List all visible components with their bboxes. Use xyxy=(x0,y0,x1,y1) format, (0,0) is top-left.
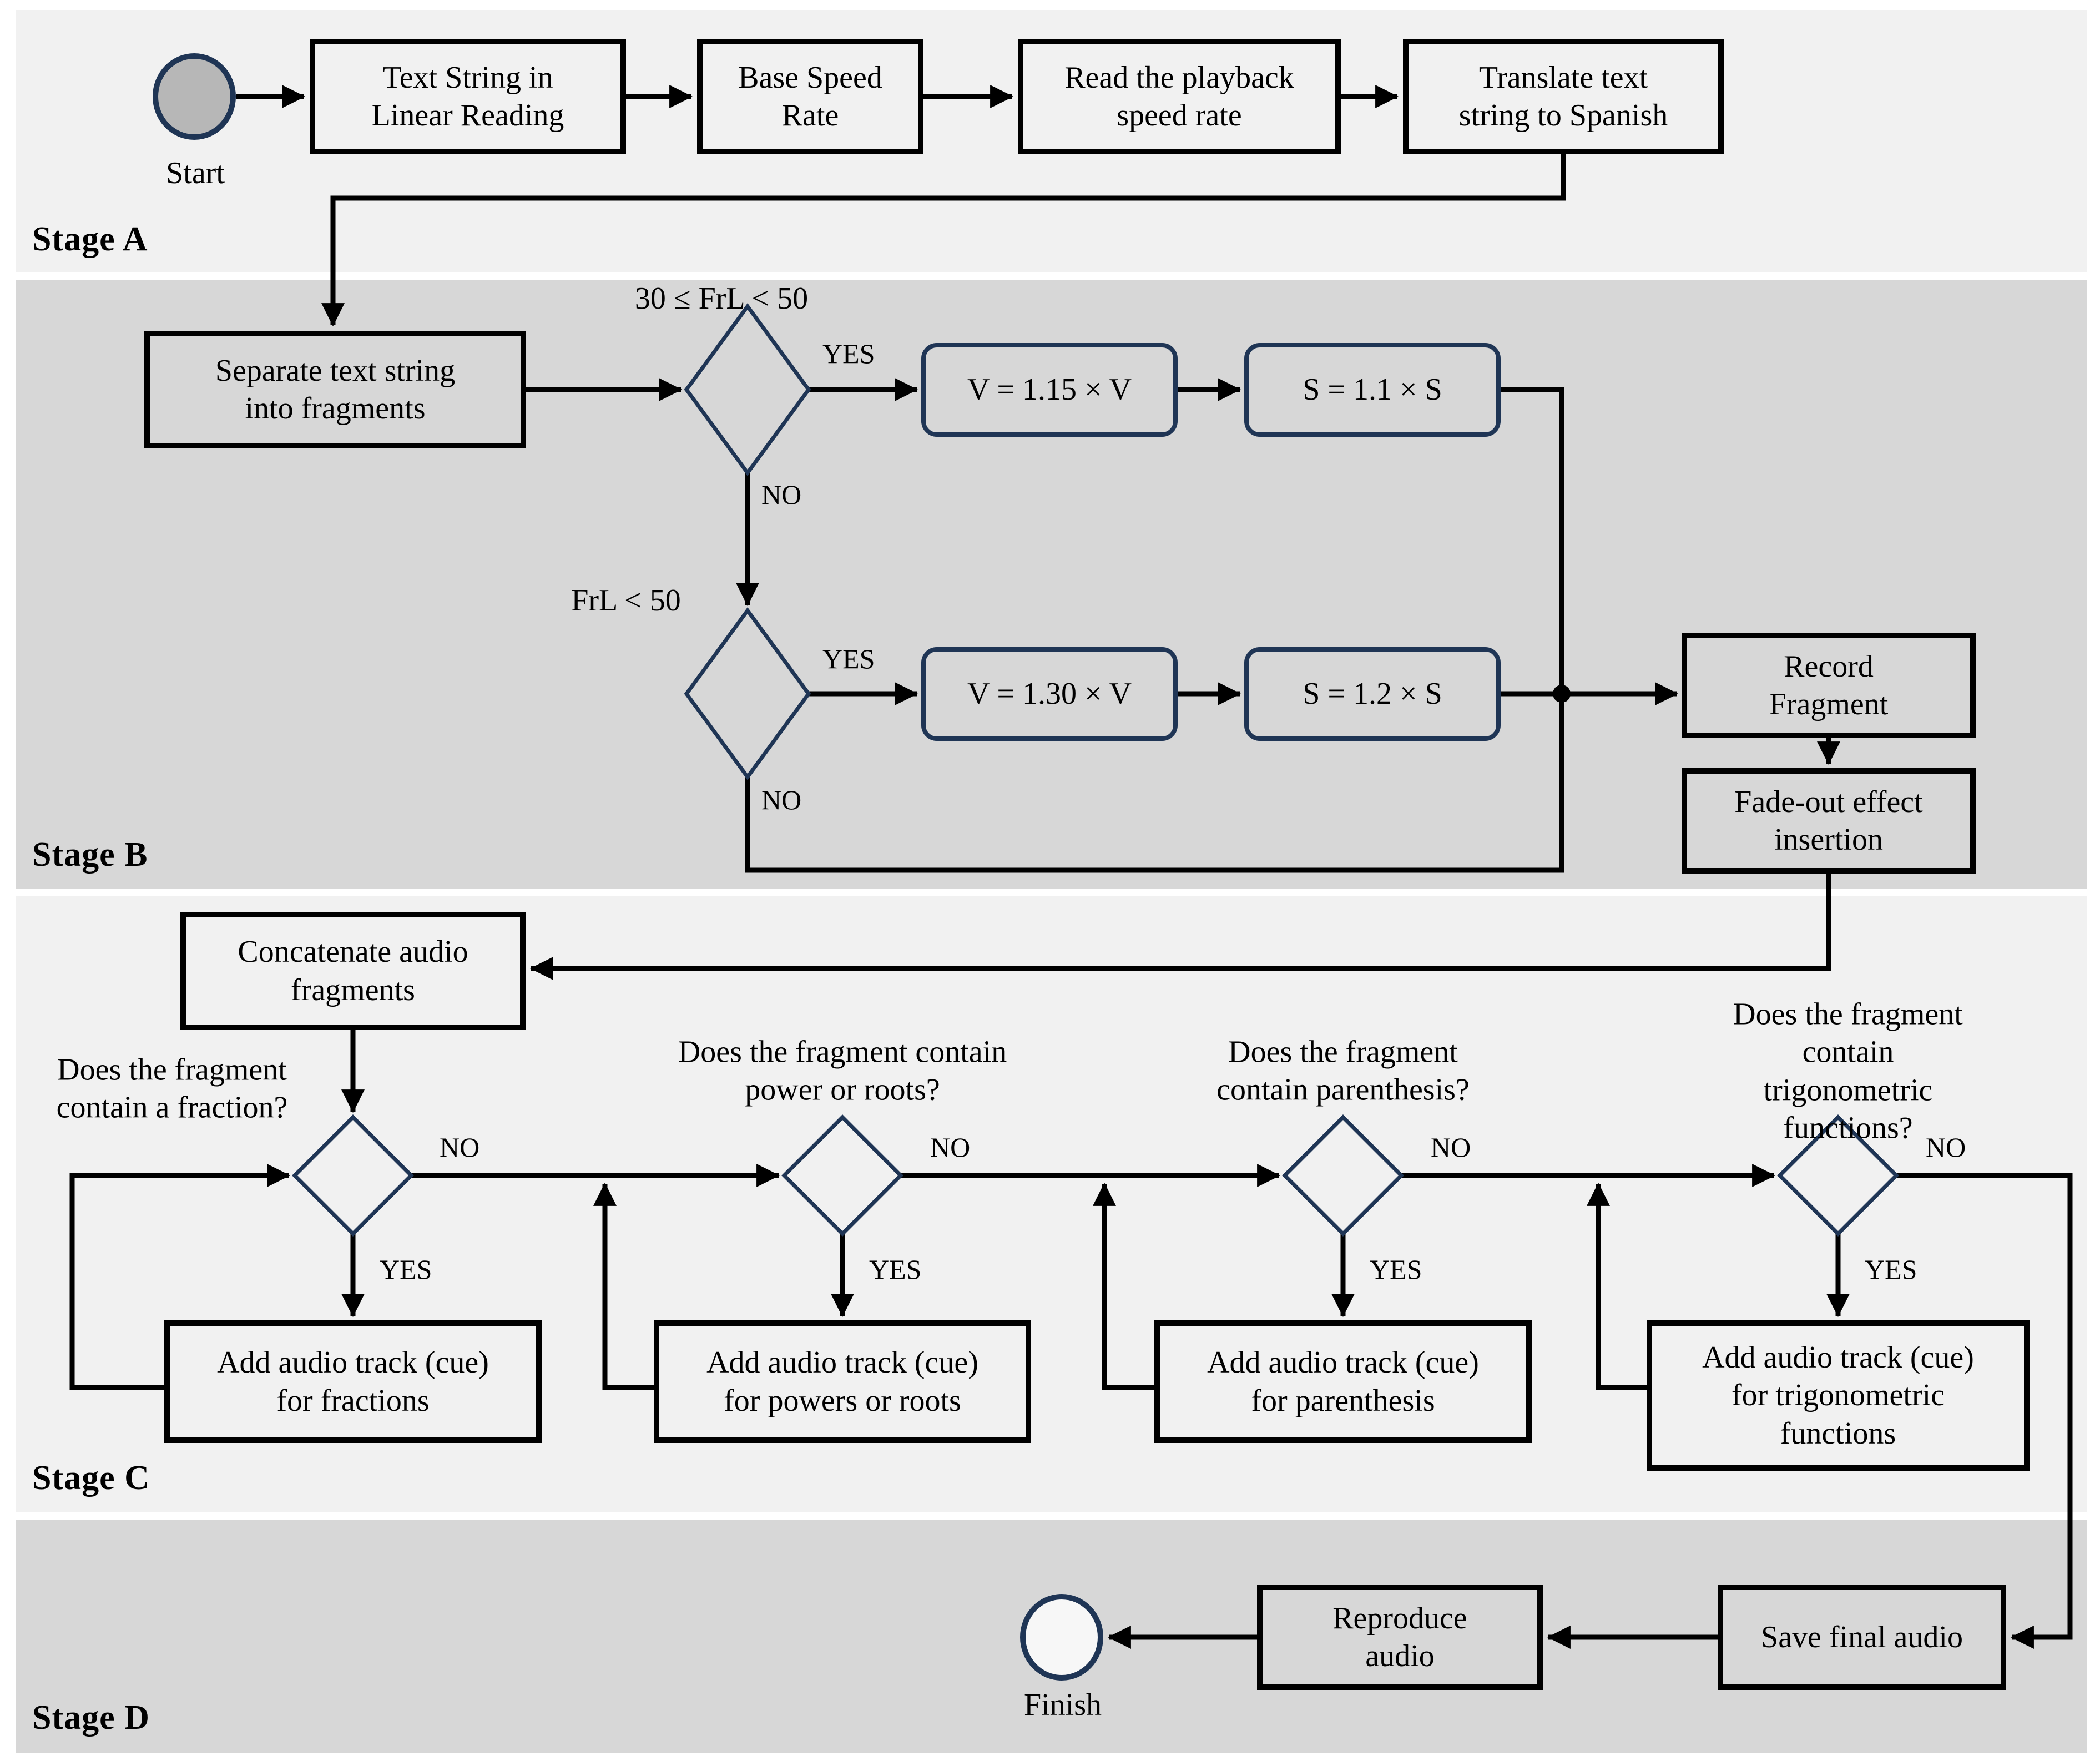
process-fade-out-insertion: Fade-out effect insertion xyxy=(1682,768,1976,874)
question-power-roots-label: Does the fragment contain power or roots… xyxy=(678,1035,1007,1107)
edge-add3-loop xyxy=(1093,1182,1154,1390)
decision-parenthesis xyxy=(1282,1114,1404,1237)
stage-d-label: Stage D xyxy=(32,1699,150,1737)
edge-add4-loop xyxy=(1587,1182,1647,1390)
process-add-cue-powers-roots: Add audio track (cue) for powers or root… xyxy=(654,1320,1031,1443)
process-save-final-audio: Save final audio xyxy=(1718,1585,2006,1690)
edge-add2-loop xyxy=(593,1182,654,1390)
stage-b-label: Stage B xyxy=(32,836,148,874)
q2-yes-label: YES xyxy=(869,1254,922,1285)
decision-30-frl-50 xyxy=(684,303,811,476)
process-base-speed-rate: Base Speed Rate xyxy=(697,39,923,154)
process-text-string-linear-reading: Text String in Linear Reading xyxy=(310,39,626,154)
decision-power-roots xyxy=(781,1114,903,1237)
decision-trigonometric xyxy=(1777,1114,1899,1237)
process-v-1-30: V = 1.30 × V xyxy=(921,647,1178,741)
process-translate-to-spanish: Translate text string to Spanish xyxy=(1403,39,1724,154)
edge-add1-loop-to-q1 xyxy=(69,1164,291,1390)
condition-label-frl-50: FrL < 50 xyxy=(571,583,681,618)
process-add-cue-parenthesis: Add audio track (cue) for parenthesis xyxy=(1154,1320,1532,1443)
question-trigonometric-label: Does the fragment contain trigonometric … xyxy=(1733,997,1963,1146)
process-read-playback-speed: Read the playback speed rate xyxy=(1018,39,1341,154)
edge-s11-to-junction xyxy=(1501,387,1564,694)
process-s-1-2: S = 1.2 × S xyxy=(1244,647,1501,741)
cond2-yes-label: YES xyxy=(822,643,875,674)
process-separate-fragments: Separate text string into fragments xyxy=(144,331,526,448)
question-parenthesis-label: Does the fragment contain parenthesis? xyxy=(1216,1035,1470,1107)
cond1-no-label: NO xyxy=(761,479,802,510)
decision-frl-50 xyxy=(684,607,811,780)
q3-yes-label: YES xyxy=(1370,1254,1422,1285)
edge-q4-no-to-save xyxy=(1896,1173,2073,1649)
edge-fade-to-concatenate xyxy=(529,874,1831,980)
process-reproduce-audio: Reproduce audio xyxy=(1257,1585,1543,1690)
stage-c-band xyxy=(16,896,2087,1512)
q3-no-label: NO xyxy=(1431,1132,1471,1163)
stage-a-band xyxy=(16,10,2087,272)
finish-label: Finish xyxy=(1023,1687,1102,1722)
condition-label-30-frl-50: 30 ≤ FrL < 50 xyxy=(634,281,809,316)
process-concatenate-fragments: Concatenate audio fragments xyxy=(180,912,526,1030)
cond2-no-label: NO xyxy=(761,784,802,815)
process-record-fragment: Record Fragment xyxy=(1682,633,1976,738)
q4-no-label: NO xyxy=(1926,1132,1966,1163)
q1-yes-label: YES xyxy=(380,1254,432,1285)
edge-cond2-no-loop xyxy=(745,697,1564,873)
stage-b-band xyxy=(16,280,2087,889)
q2-no-label: NO xyxy=(930,1132,971,1163)
question-fraction-label: Does the fragment contain a fraction? xyxy=(56,1052,288,1125)
process-v-1-15: V = 1.15 × V xyxy=(921,343,1178,437)
process-s-1-1: S = 1.1 × S xyxy=(1244,343,1501,437)
stage-a-label: Stage A xyxy=(32,220,148,258)
junction-dot xyxy=(1553,685,1571,703)
edge-a4-to-separate xyxy=(321,154,1566,327)
process-add-cue-trigonometric: Add audio track (cue) for trigonometric … xyxy=(1647,1320,2030,1471)
start-terminator xyxy=(153,53,236,140)
decision-fraction xyxy=(292,1114,414,1237)
stage-c-label: Stage C xyxy=(32,1459,150,1497)
finish-terminator xyxy=(1020,1594,1103,1681)
cond1-yes-label: YES xyxy=(822,338,875,369)
process-add-cue-fractions: Add audio track (cue) for fractions xyxy=(164,1320,542,1443)
q1-no-label: NO xyxy=(440,1132,480,1163)
start-label: Start xyxy=(166,155,225,190)
q4-yes-label: YES xyxy=(1865,1254,1917,1285)
